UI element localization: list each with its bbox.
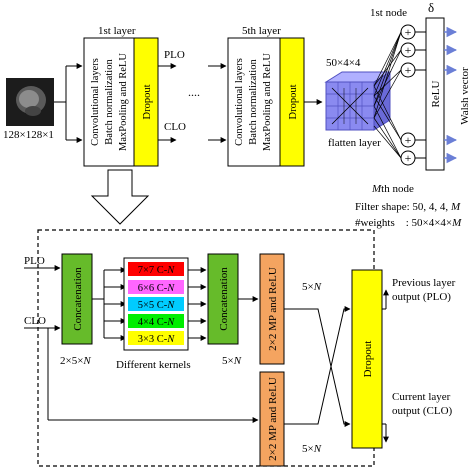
kernel-7x7 <box>128 262 184 276</box>
fifth-layer-line-2: Batch normalization <box>248 59 259 145</box>
previous-output-line-2: output (PLO) <box>392 291 451 303</box>
plus-node-5: + <box>400 150 416 166</box>
plus-node-4: + <box>400 132 416 148</box>
mp-relu-lower-label: 2×2 MP and ReLU <box>267 377 279 461</box>
walsh-output-arrows <box>444 26 458 164</box>
dim-5xn-lower-label: 5×N <box>302 443 322 455</box>
filter-shape-label: Filter shape: 50, 4, 4, M <box>355 201 461 213</box>
current-output-line-2: output (CLO) <box>392 405 453 417</box>
fifth-layer-line-3: MaxPooling and ReLU <box>262 53 273 151</box>
current-output-line-1: Current layer <box>392 391 451 403</box>
first-layer-line-3: MaxPooling and ReLU <box>118 53 129 151</box>
svg-text:+: + <box>405 133 412 147</box>
layer-ellipsis: .... <box>188 85 200 99</box>
plus-node-1: + <box>400 24 416 40</box>
concat-2-label: Concatenation <box>218 267 230 331</box>
weights-label: #weights : 50×4×4×M <box>355 217 462 229</box>
crossing-connections <box>284 306 351 427</box>
relu-label: ReLU <box>430 81 442 108</box>
concat-block-2 <box>207 253 239 345</box>
expand-arrow <box>90 169 150 225</box>
svg-text:+: + <box>405 151 412 165</box>
first-layer-line-1: Convolutional layers <box>90 58 101 146</box>
first-layer-line-2: Batch normalization <box>104 59 115 145</box>
svg-text:+: + <box>405 63 412 77</box>
top-clo-label: CLO <box>164 121 186 133</box>
different-kernels-label: Different kernels <box>116 359 191 371</box>
mp-relu-upper-label: 2×2 MP and ReLU <box>267 267 279 351</box>
dim-5xn-upper-label: 5×N <box>302 281 322 293</box>
first-layer-dropout-label: Dropout <box>142 84 153 119</box>
bottom-clo-label: CLO <box>24 315 46 327</box>
first-layer-dropout <box>133 37 159 167</box>
fc-connections <box>373 31 402 159</box>
concat-1-label: Concatenation <box>72 267 84 331</box>
plus-node-2: + <box>400 42 416 58</box>
detail-dashed-box <box>37 229 375 467</box>
tensor-dimension-label: 50×4×4 <box>326 57 361 69</box>
plus-node-3: + <box>400 62 416 78</box>
svg-text:+: + <box>405 43 412 57</box>
kernel-6x6-label: 6×6 C-N <box>138 283 176 294</box>
top-plo-label: PLO <box>164 49 185 61</box>
kernel-5x5 <box>128 297 184 311</box>
flatten-layer-label: flatten layer <box>328 137 381 149</box>
concat-block-1 <box>61 253 93 345</box>
bottom-dropout-block <box>351 269 383 449</box>
relu-block <box>425 17 445 171</box>
walsh-vector-label: Walsh vector <box>459 67 471 125</box>
fifth-layer-dropout-label: Dropout <box>288 84 299 119</box>
fifth-layer-line-1: Convolutional layers <box>234 58 245 146</box>
bottom-dropout-label: Dropout <box>362 341 374 378</box>
kernel-5x5-label: 5×5 C-N <box>138 300 176 311</box>
mth-node-label: Mth node <box>371 183 414 195</box>
kernel-3x3-label: 3×3 C-N <box>138 334 176 345</box>
dim-5xn-mid-label: 5×N <box>222 355 242 367</box>
mp-relu-block-lower <box>259 371 285 467</box>
svg-text:+: + <box>405 25 412 39</box>
delta-symbol: δ <box>428 0 434 15</box>
kernel-6x6 <box>128 280 184 294</box>
mri-input-image <box>6 78 54 126</box>
first-layer-title: 1st layer <box>98 25 136 37</box>
kernel-4x4-label: 4×4 C-N <box>138 317 176 328</box>
kernel-7x7-label: 7×7 C-N <box>138 265 176 276</box>
dim-2x5xn-label: 2×5×N <box>60 355 91 367</box>
fifth-layer-dropout <box>279 37 305 167</box>
input-dimension-label: 128×128×1 <box>3 129 54 141</box>
fifth-layer-title: 5th layer <box>242 25 281 37</box>
bottom-plo-label: PLO <box>24 255 45 267</box>
kernel-3x3 <box>128 331 184 345</box>
mp-relu-block-upper <box>259 253 285 365</box>
previous-output-line-1: Previous layer <box>392 277 456 289</box>
flatten-cube <box>324 71 392 131</box>
first-node-label: 1st node <box>370 7 407 19</box>
kernel-4x4 <box>128 314 184 328</box>
